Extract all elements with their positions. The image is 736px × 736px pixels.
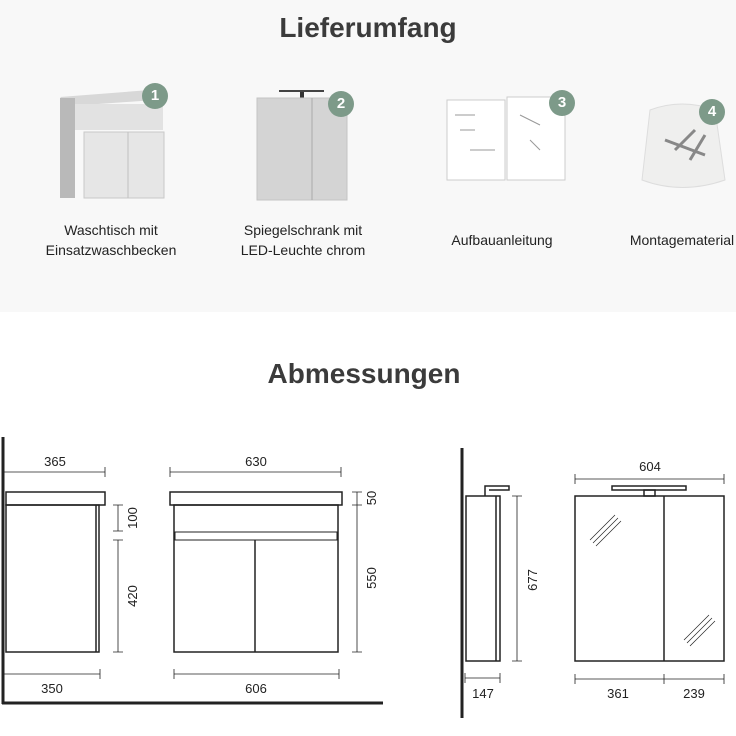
item-3-label: Aufbauanleitung bbox=[451, 232, 553, 248]
dimensions-title: Abmessungen bbox=[267, 358, 461, 389]
badge-2: 2 bbox=[328, 91, 354, 117]
dimension-lines bbox=[3, 467, 725, 684]
badge-4: 4 bbox=[699, 99, 725, 125]
dim-604: 604 bbox=[639, 459, 661, 474]
dim-677: 677 bbox=[525, 569, 540, 591]
cabinet-side-view bbox=[460, 448, 510, 718]
hardware-bag-image bbox=[641, 103, 726, 188]
cabinet-front-view bbox=[574, 485, 725, 662]
dim-550: 550 bbox=[364, 567, 379, 589]
dim-630: 630 bbox=[245, 454, 267, 469]
dim-606: 606 bbox=[245, 681, 267, 696]
dim-100: 100 bbox=[125, 507, 140, 529]
product-images bbox=[60, 90, 726, 201]
badge-1: 1 bbox=[142, 83, 168, 109]
dim-361: 361 bbox=[607, 686, 629, 701]
badge-3: 3 bbox=[549, 90, 575, 116]
dim-365: 365 bbox=[44, 454, 66, 469]
dim-420: 420 bbox=[125, 585, 140, 607]
dim-50: 50 bbox=[364, 491, 379, 505]
scope-title: Lieferumfang bbox=[279, 12, 457, 43]
dim-350: 350 bbox=[41, 681, 63, 696]
item-4-label: Montagematerial bbox=[629, 232, 735, 248]
vanity-side-view bbox=[5, 491, 106, 653]
dim-147: 147 bbox=[472, 686, 494, 701]
dim-239: 239 bbox=[683, 686, 705, 701]
vanity-front-view bbox=[169, 491, 343, 653]
vanity-image bbox=[60, 90, 165, 199]
mirror-cabinet-image bbox=[256, 90, 348, 201]
